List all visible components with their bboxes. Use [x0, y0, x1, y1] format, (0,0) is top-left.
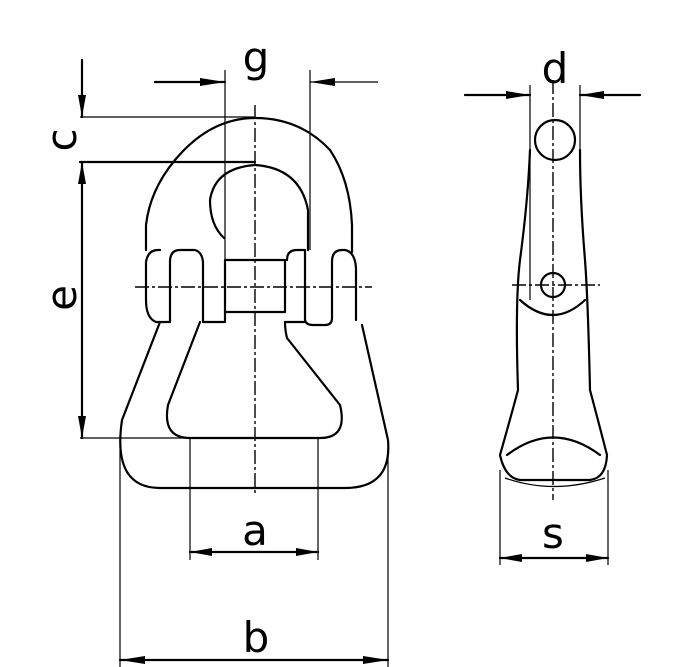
pin-circle: [533, 118, 577, 162]
label-a: a: [242, 506, 268, 555]
front-view: g c e a b: [37, 33, 390, 667]
label-g: g: [243, 33, 270, 82]
label-d: d: [542, 44, 569, 93]
right-lug: [283, 248, 358, 327]
side-body: [498, 148, 609, 482]
label-c: c: [37, 128, 86, 151]
label-s: s: [542, 509, 564, 558]
left-lug: [144, 248, 287, 324]
outer-loop: [144, 116, 354, 254]
inner-hole: [208, 163, 310, 252]
label-b: b: [243, 613, 270, 662]
inner-triangle: [165, 320, 343, 440]
side-view: d s: [463, 44, 642, 565]
lower-outer: [119, 320, 390, 490]
label-e: e: [37, 285, 86, 311]
